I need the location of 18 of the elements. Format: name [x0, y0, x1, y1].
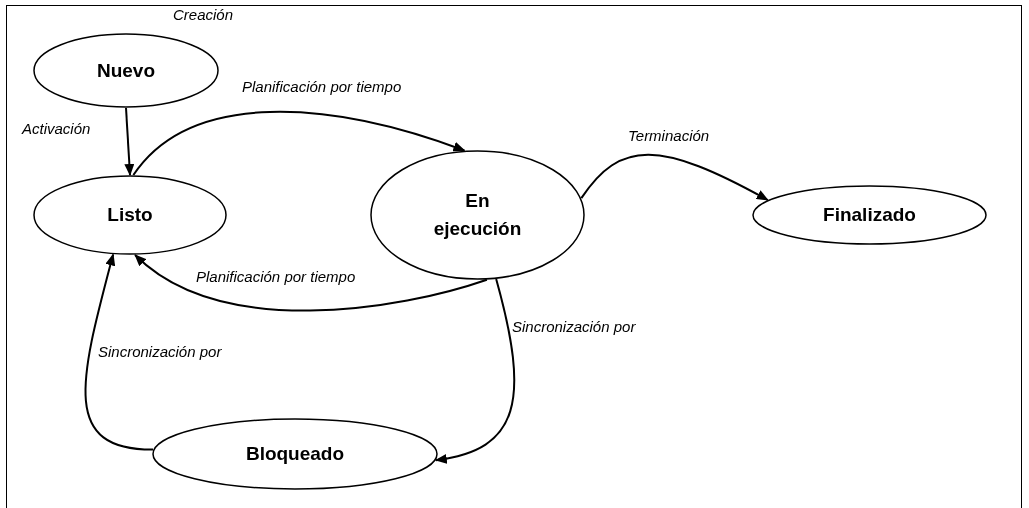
edge-label: Planificación por tiempo — [242, 78, 402, 95]
transition-label: Creación — [173, 6, 234, 23]
state-name: Listo — [107, 203, 153, 228]
state-name: Finalizado — [823, 203, 916, 228]
edge-label: Sincronización por — [512, 318, 636, 335]
arrow — [134, 253, 488, 312]
edge-label: Sincronización por — [98, 343, 222, 360]
arrow — [434, 278, 516, 464]
arrow — [84, 253, 155, 451]
edge-label: Activación — [22, 120, 91, 137]
state-name: Bloqueado — [245, 442, 345, 467]
arrow — [132, 110, 466, 176]
arrow — [124, 107, 135, 176]
edge-label: Planificación por tiempo — [196, 268, 356, 285]
arrow — [580, 153, 769, 201]
state-name: En ejecución — [432, 189, 523, 241]
edge-label: Terminación — [628, 127, 710, 144]
state-name: Nuevo — [96, 58, 156, 83]
